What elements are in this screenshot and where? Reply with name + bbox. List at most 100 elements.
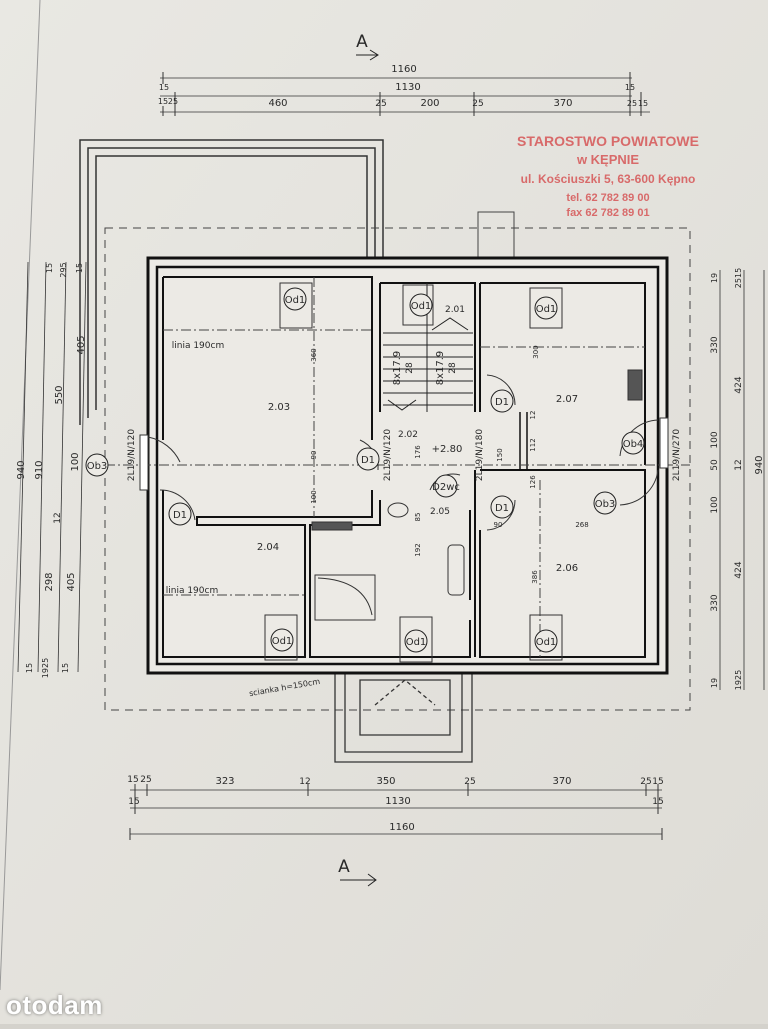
dim: 100 (710, 431, 720, 448)
dim: 25 (464, 777, 475, 787)
room-label: 2.06 (556, 563, 578, 574)
dimension-ticks (129, 72, 663, 840)
dim: 19 (710, 273, 719, 283)
dim: 460 (268, 98, 287, 109)
opening-tag: D1 (490, 389, 514, 413)
tag-circle (409, 293, 433, 317)
dim: 350 (376, 776, 395, 787)
dim: 90 (310, 451, 318, 460)
stairs-label: 28 (448, 362, 458, 374)
dim: 19 (710, 678, 719, 688)
dim: 330 (710, 594, 720, 611)
dim: 360 (310, 348, 318, 361)
room-label: 2.03 (268, 402, 290, 413)
opening-tag: D1 (356, 447, 380, 471)
lintel-label: 2L19/N/180 (475, 429, 485, 481)
dim: 15 (25, 663, 34, 673)
tag-circle (168, 502, 192, 526)
dim-total-bottom: 1160 (389, 822, 414, 833)
tag-circle (356, 447, 380, 471)
dim: 910 (34, 460, 45, 479)
dimension-lines (17, 77, 765, 835)
dim: 940 (754, 455, 765, 474)
dim: 12 (299, 777, 310, 787)
dim: 150 (496, 448, 504, 461)
tag-circle (283, 287, 307, 311)
tag-circle (490, 389, 514, 413)
dim: 176 (414, 445, 422, 459)
tag-circle (621, 431, 645, 455)
tag-circle (270, 628, 294, 652)
opening-tag: D1 (168, 502, 192, 526)
dim: 298 (44, 572, 55, 591)
tag-label: D1 (361, 455, 375, 466)
tag-label: D1 (495, 503, 509, 514)
dim: 405 (66, 572, 77, 591)
opening-tag: Od1 (534, 629, 558, 653)
stamp-line: tel. 62 782 89 00 (566, 192, 649, 204)
dim: 2515 (734, 268, 743, 288)
dim: 424 (734, 376, 744, 393)
terrace-outline (79, 139, 384, 425)
dim: 1925 (734, 670, 743, 690)
room-label: 2.05 (430, 507, 450, 517)
section-label-bottom: A (338, 857, 350, 877)
room-label: 2.07 (556, 394, 578, 405)
tag-label: Od1 (411, 301, 432, 312)
opening-tag: Od1 (283, 287, 307, 311)
dim: 370 (553, 98, 572, 109)
stamp-line: ul. Kościuszki 5, 63-600 Kępno (521, 172, 696, 186)
dim: 15 (75, 263, 84, 273)
staircase (383, 283, 473, 412)
tag-label: Ob4 (623, 439, 644, 450)
stairs-label: 28 (405, 362, 415, 374)
ceiling-line-label: linia 190cm (172, 341, 224, 351)
dim: 295 (59, 262, 68, 277)
dim-total-top: 1160 (391, 64, 416, 75)
dim: 15 (128, 797, 139, 807)
tag-label: Od1 (536, 304, 557, 315)
dim: 25 (627, 99, 637, 108)
opening-tag: D2wc (432, 474, 460, 498)
opening-tag: D1 (490, 495, 514, 519)
opening-tag: Od1 (270, 628, 294, 652)
dim: 85 (414, 513, 422, 522)
tag-label: D2wc (432, 482, 460, 493)
lintel-label: 2L19/N/120 (383, 429, 393, 481)
tag-circle (534, 296, 558, 320)
dim: 100 (70, 452, 81, 471)
level-label: +2.80 (432, 444, 463, 455)
dim: 1130 (385, 796, 410, 807)
dim: 12 (734, 459, 744, 470)
stamp-line: w KĘPNIE (576, 152, 639, 167)
tag-label: D1 (495, 397, 509, 408)
dim: 15 (159, 83, 169, 92)
dim: 405 (76, 335, 87, 354)
tag-circle (490, 495, 514, 519)
bathroom-fixtures (311, 502, 465, 621)
dim: 323 (215, 776, 234, 787)
tag-label: Od1 (272, 636, 293, 647)
dim: 15 (652, 777, 663, 787)
dim: 100 (710, 496, 720, 513)
dim: 100 (310, 490, 318, 503)
dim: 25 (168, 97, 178, 106)
dim: 25 (472, 99, 483, 109)
stamp-line: STAROSTWO POWIATOWE (517, 133, 699, 149)
tag-label: Ob3 (87, 461, 108, 472)
ceiling-line-label: linia 190cm (166, 586, 218, 596)
opening-tag: Od1 (409, 293, 433, 317)
dim: 268 (575, 521, 588, 529)
dim: 25 (640, 777, 651, 787)
bathtub (314, 574, 376, 621)
dim: 15 (638, 99, 648, 108)
dim: 424 (734, 561, 744, 578)
dim: 90 (494, 521, 503, 529)
tag-circle (593, 491, 617, 515)
stairs-label: 8x17.9 (392, 351, 403, 386)
dim: 330 (710, 336, 720, 353)
stamp-line: fax 62 782 89 01 (566, 207, 649, 219)
dim: 386 (531, 570, 539, 584)
ceiling-lines (105, 277, 690, 657)
